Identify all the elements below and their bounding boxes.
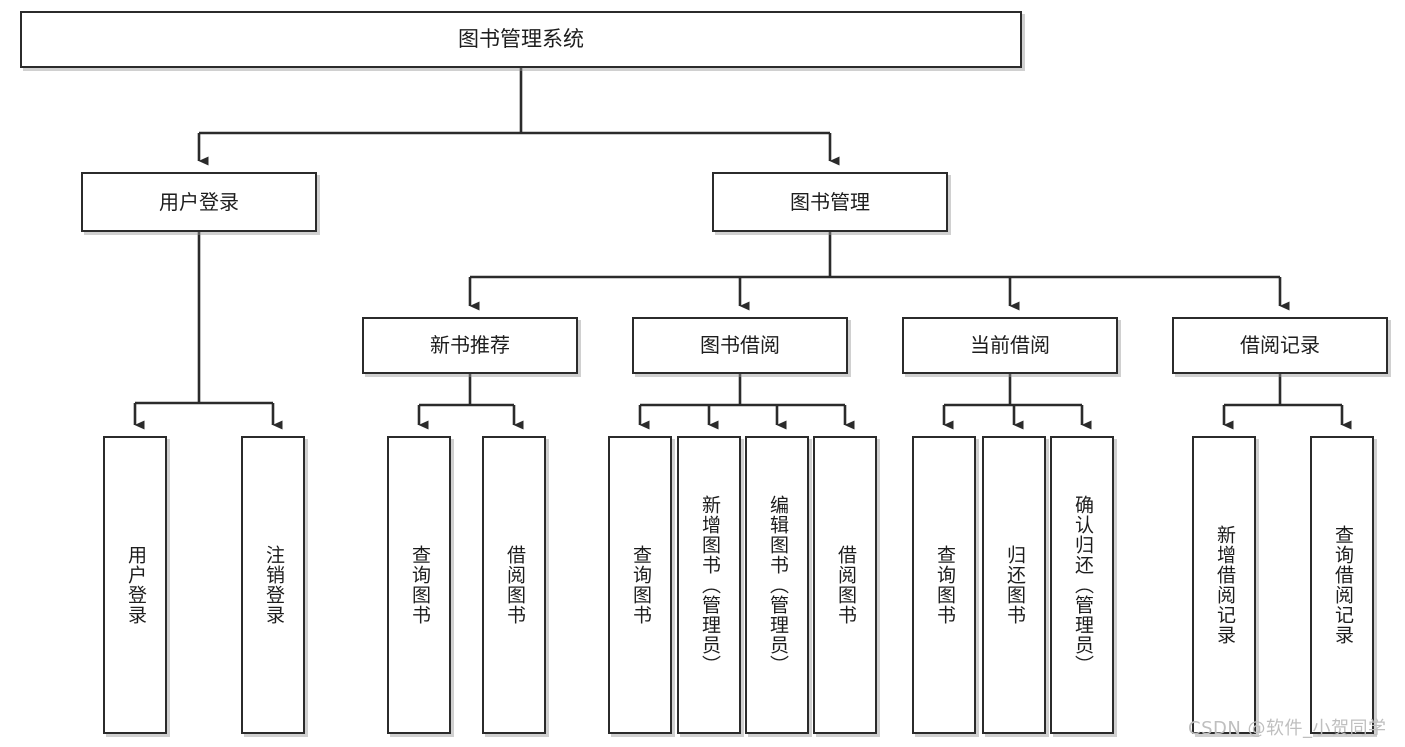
leaf-node[interactable]: 借阅图书 bbox=[813, 436, 877, 734]
branch-node[interactable]: 用户登录 bbox=[81, 172, 317, 232]
leaf-node[interactable]: 借阅图书 bbox=[482, 436, 546, 734]
node-label: 图书管理 bbox=[790, 189, 870, 214]
node-label: 借阅图书 bbox=[834, 545, 857, 625]
node-label: 用户登录 bbox=[124, 545, 147, 625]
leaf-node[interactable]: 新增借阅记录 bbox=[1192, 436, 1256, 734]
node-label: 确认归还（管理员） bbox=[1071, 495, 1094, 675]
node-label: 借阅记录 bbox=[1240, 333, 1320, 358]
leaf-node[interactable]: 查询图书 bbox=[608, 436, 672, 734]
subbranch-node[interactable]: 图书借阅 bbox=[632, 317, 848, 374]
leaf-node[interactable]: 注销登录 bbox=[241, 436, 305, 734]
leaf-node[interactable]: 查询借阅记录 bbox=[1310, 436, 1374, 734]
node-label: 查询借阅记录 bbox=[1331, 525, 1354, 645]
leaf-node[interactable]: 归还图书 bbox=[982, 436, 1046, 734]
node-label: 当前借阅 bbox=[970, 333, 1050, 358]
subbranch-node[interactable]: 当前借阅 bbox=[902, 317, 1118, 374]
leaf-node[interactable]: 编辑图书（管理员） bbox=[745, 436, 809, 734]
node-label: 查询图书 bbox=[408, 545, 431, 625]
node-label: 图书管理系统 bbox=[458, 26, 584, 51]
leaf-node[interactable]: 新增图书（管理员） bbox=[677, 436, 741, 734]
node-label: 查询图书 bbox=[933, 545, 956, 625]
leaf-node[interactable]: 查询图书 bbox=[912, 436, 976, 734]
node-label: 编辑图书（管理员） bbox=[766, 495, 789, 675]
node-label: 新增图书（管理员） bbox=[698, 495, 721, 675]
root-node[interactable]: 图书管理系统 bbox=[20, 11, 1022, 68]
node-label: 注销登录 bbox=[262, 545, 285, 625]
leaf-node[interactable]: 查询图书 bbox=[387, 436, 451, 734]
node-label: 用户登录 bbox=[159, 189, 239, 214]
node-label: 查询图书 bbox=[629, 545, 652, 625]
node-label: 归还图书 bbox=[1003, 545, 1026, 625]
leaf-node[interactable]: 用户登录 bbox=[103, 436, 167, 734]
subbranch-node[interactable]: 新书推荐 bbox=[362, 317, 578, 374]
node-label: 图书借阅 bbox=[700, 333, 780, 358]
subbranch-node[interactable]: 借阅记录 bbox=[1172, 317, 1388, 374]
node-label: 新增借阅记录 bbox=[1213, 525, 1236, 645]
node-label: 借阅图书 bbox=[503, 545, 526, 625]
branch-node[interactable]: 图书管理 bbox=[712, 172, 948, 232]
leaf-node[interactable]: 确认归还（管理员） bbox=[1050, 436, 1114, 734]
node-label: 新书推荐 bbox=[430, 333, 510, 358]
